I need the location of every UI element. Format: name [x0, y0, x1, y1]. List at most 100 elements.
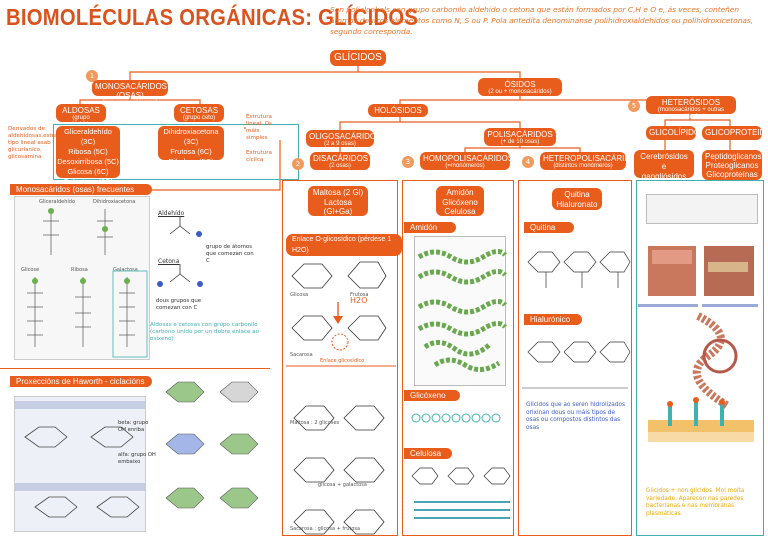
glicolip-note: Glicidos + non glicidos. Moi moita varie…	[646, 488, 745, 517]
hialuronico-header: Hialurónico	[524, 314, 582, 325]
heterosidos-panel	[636, 180, 764, 536]
hetero-list: Quitina Hialuronato	[552, 188, 602, 210]
monosacaridos-box	[53, 124, 299, 180]
aldosas-label: ALDOSAS	[62, 106, 100, 115]
aldosa-2: Desoxirribosa (5C)	[57, 157, 119, 166]
oligo-label: OLIGOSACÁRIDOS	[309, 132, 382, 141]
amidon-figure	[414, 236, 507, 386]
prot-ex-b: Proteoglicanos	[705, 161, 759, 170]
celulosa-header: Celulosa	[404, 448, 452, 459]
badge-4: 4	[522, 156, 534, 168]
glicoproteidos-examples: Peptidoglicanos Proteoglicanos Glicoprot…	[702, 150, 762, 180]
aldosas-sub: (grupo aldehído)	[68, 115, 94, 128]
grupos-c2-note: dous grupos que comezan con C	[156, 298, 202, 311]
aldosa-0: Gliceraldehído (3C)	[64, 127, 112, 146]
heterosidos-sub: (monosacáridos + outras moléculas)	[657, 107, 725, 120]
intro-text: Son polialcohols con grupo carbonilo ald…	[330, 5, 754, 36]
maltosa-caption: Maltosa : 2 glicoses	[290, 420, 340, 426]
node-osidos[interactable]: ÓSIDOS (2 ou + monosacáridos)	[478, 78, 562, 96]
osidos-sub: (2 ou + monosacáridos)	[488, 89, 552, 95]
node-monosacaridos[interactable]: MONOSACÁRIDOS (OSAS) (son os monómeros)	[92, 80, 168, 106]
disac-list: Maltosa (2 Gl) Lactosa (Gl+Ga) Sacarosa …	[308, 186, 368, 235]
prot-ex-a: Peptidoglicanos	[705, 152, 762, 161]
quitina-header: Quitina	[524, 222, 574, 233]
node-glicolipidos[interactable]: GLICOLÍPIDOS	[646, 126, 705, 140]
sacarosa-caption: Sacarosa	[290, 352, 313, 358]
node-homopolisacaridos[interactable]: HOMOPOLISACÁRIDOS (=monómeros)	[420, 152, 514, 170]
frutosa-caption: Frutosa	[350, 292, 369, 298]
celulosa-chains	[411, 467, 511, 519]
disac-0: Maltosa (2 Gl)	[312, 188, 364, 197]
disac-label: DISACÁRIDOS	[313, 154, 369, 163]
cetosa-0: Dihidroxiacetona (3C)	[163, 127, 219, 146]
glicosa-caption: Glicosa	[290, 292, 309, 298]
haworth-header: Proxeccións de Haworth - ciclacións	[10, 376, 152, 387]
estructura-ciclica-note: Estrutura cíclica	[246, 150, 272, 163]
badge-1: 1	[86, 70, 98, 82]
haworth-figure	[14, 396, 146, 532]
haworth-note-alfa: alfa: grupo OH embaixo	[118, 452, 156, 465]
polisac-label: POLISACÁRIDOS	[487, 130, 553, 139]
glicoxeno-chain	[411, 413, 501, 423]
disac-2: Sacarosa (Gl+Fr)	[321, 216, 355, 236]
glicoxeno-header: Glicóxeno	[404, 390, 460, 401]
oligo-sub: (2 a 9 osas)	[324, 141, 356, 147]
monosaccharide-structures	[27, 208, 148, 358]
cetosa-2: Ribulosa (5C)	[168, 157, 214, 166]
homo-2: Celulosa	[444, 207, 476, 216]
grupo-c-note: grupo de átomos que comezan con C	[206, 244, 254, 264]
frec-col2-1: Ribosa	[71, 267, 88, 273]
badge-5: 5	[628, 100, 640, 112]
disac-1: Lactosa (Gl+Ga)	[323, 197, 353, 217]
membrane-illustrations	[638, 246, 758, 442]
frecuentes-figure: Gliceraldehído Dihidroxiacetona Glicose …	[14, 196, 150, 360]
hialuronico-structure	[522, 341, 631, 389]
frec-col2-2: Galactosa	[113, 267, 138, 273]
hetero-0: Quitina	[564, 190, 590, 199]
divider-haworth	[0, 368, 270, 369]
aldehido-label: Aldehído	[158, 210, 185, 217]
homopolisacaridos-panel	[402, 180, 514, 536]
heterosidos-label: HETERÓSIDOS	[661, 98, 721, 107]
glicolipidos-examples: Cerebrósidos e gangliósidos	[634, 150, 694, 181]
enlace-header: Enlace O-glicosídico (pérdese 1 H2O)	[286, 234, 402, 256]
node-heterosidos[interactable]: HETERÓSIDOS (monosacáridos + outras molé…	[646, 96, 736, 120]
frec-col2-0: Glicose	[21, 267, 40, 273]
osidos-label: ÓSIDOS	[504, 80, 536, 89]
page-title: BIOMOLÉCULAS ORGÁNICAS: GLÍCIDOS	[6, 4, 419, 30]
frecuentes-header: Monosacáridos (osas) frecuentes	[10, 184, 152, 195]
node-aldosas[interactable]: ALDOSAS (grupo aldehído)	[56, 104, 106, 128]
haworth-rings	[15, 401, 145, 518]
node-oligosacaridos[interactable]: OLIGOSACÁRIDOS (2 a 9 osas)	[306, 130, 381, 147]
mono-label: MONOSACÁRIDOS (OSAS)	[95, 82, 168, 100]
node-glicoproteidos[interactable]: GLICOPROTEIDOS	[702, 126, 768, 140]
node-holosidos[interactable]: HOLÓSIDOS	[368, 104, 428, 117]
node-glicidos[interactable]: GLÍCIDOS	[330, 50, 386, 66]
node-heteropolisacaridos[interactable]: HETEROPOLISACÁRIDOS (distintos monómeros…	[540, 152, 642, 170]
cetosas-sub: (grupo ceto)	[182, 115, 216, 121]
homo-list: Amidón Glicóxeno Celulosa	[436, 186, 484, 216]
homo-1: Glicóxeno	[442, 197, 478, 207]
cetosas-label: CETOSAS	[179, 106, 219, 115]
frec-col-0: Gliceraldehído	[39, 199, 76, 205]
aldosa-1: Ribosa (5C)	[68, 147, 108, 156]
homo-0: Amidón	[446, 188, 474, 197]
haworth-note-beta: beta: grupo OH enriba	[118, 420, 149, 433]
node-disacaridos[interactable]: DISACÁRIDOS (2 osas)	[310, 152, 370, 170]
glicolipid-figure	[646, 194, 758, 224]
amidon-helices	[417, 249, 507, 372]
homopoli-label: HOMOPOLISACÁRIDOS	[423, 154, 514, 163]
badge-3: 3	[402, 156, 414, 168]
aldosa-3: Glicosa (6C)	[67, 167, 109, 176]
node-polisacaridos[interactable]: POLISACÁRIDOS (+ de 10 osas)	[484, 128, 556, 146]
cetona-label: Cetona	[158, 258, 180, 265]
estructura-lineal-note: Estrutura lineal. Os máis simples	[246, 114, 272, 141]
heteropolisacaridos-panel	[518, 180, 632, 536]
node-cetosas[interactable]: CETOSAS (grupo ceto)	[174, 104, 224, 122]
aldosas-list: Gliceraldehído (3C) Ribosa (5C) Desoxirr…	[56, 126, 120, 186]
derivados-note: Derivados de aldehidosas,estra tipo line…	[8, 126, 58, 160]
sacarosa2-caption: Sacarosa : glicosa + frutosa	[290, 526, 361, 532]
nota-aldosas: Aldosas e cetosas con grupo carbonilo (c…	[150, 322, 260, 342]
carbonyl-sketches	[157, 216, 203, 287]
